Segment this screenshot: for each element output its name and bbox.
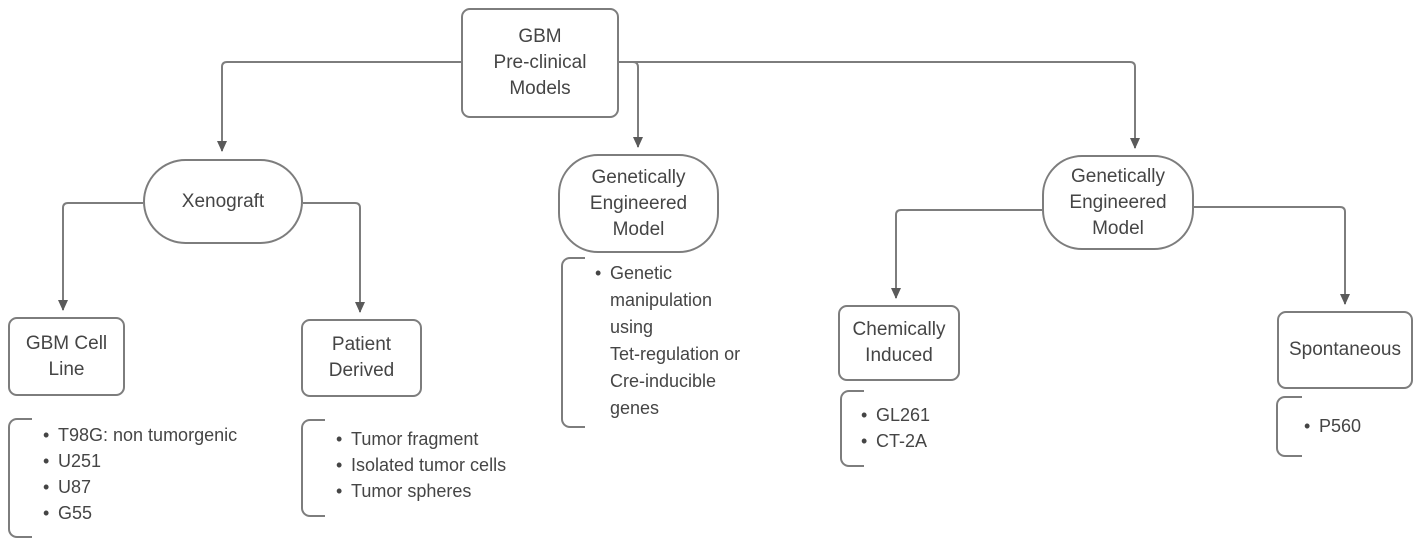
list-item: Tumor fragment [335, 426, 570, 452]
bracket-gbm-cell-line [8, 418, 32, 538]
node-chemically-induced: Chemically Induced [838, 305, 960, 381]
bracket-spontaneous [1276, 396, 1302, 457]
node-xenograft: Xenograft [143, 159, 303, 244]
list-chemically-induced: GL261 CT-2A [860, 402, 980, 454]
list-gbm-cell-line: T98G: non tumorgenic U251 U87 G55 [42, 422, 287, 526]
bracket-patient-derived [301, 419, 325, 517]
node-spontaneous: Spontaneous [1277, 311, 1413, 389]
node-gbm-preclinical-models: GBM Pre-clinical Models [461, 8, 619, 118]
bracket-gem-middle [561, 257, 585, 428]
connector-root-to-xenograft [217, 61, 461, 152]
list-item: G55 [42, 500, 287, 526]
connector-xenograft-to-patient-derived [303, 202, 365, 313]
list-item: U251 [42, 448, 287, 474]
list-item: Genetic manipulation using Tet-regulatio… [594, 260, 774, 422]
node-patient-derived: Patient Derived [301, 319, 422, 397]
list-item: Tumor spheres [335, 478, 570, 504]
list-item: GL261 [860, 402, 980, 428]
connector-gem-right-to-chemically-induced [891, 209, 1042, 299]
list-spontaneous: P560 [1303, 413, 1403, 439]
list-item: Isolated tumor cells [335, 452, 570, 478]
list-item: P560 [1303, 413, 1403, 439]
list-patient-derived: Tumor fragment Isolated tumor cells Tumo… [335, 426, 570, 504]
list-item: CT-2A [860, 428, 980, 454]
connector-root-to-gem-right [619, 61, 1140, 149]
list-gem-middle: Genetic manipulation using Tet-regulatio… [594, 260, 774, 422]
node-genetically-engineered-model-right: Genetically Engineered Model [1042, 155, 1194, 250]
node-gbm-cell-line: GBM Cell Line [8, 317, 125, 396]
connector-gem-right-to-spontaneous [1194, 206, 1350, 305]
list-item: T98G: non tumorgenic [42, 422, 287, 448]
connector-xenograft-to-gbm-cell-line [58, 202, 143, 311]
list-item: U87 [42, 474, 287, 500]
connector-root-to-gem-middle [632, 61, 643, 148]
node-genetically-engineered-model-middle: Genetically Engineered Model [558, 154, 719, 253]
bracket-chemically-induced [840, 390, 864, 467]
